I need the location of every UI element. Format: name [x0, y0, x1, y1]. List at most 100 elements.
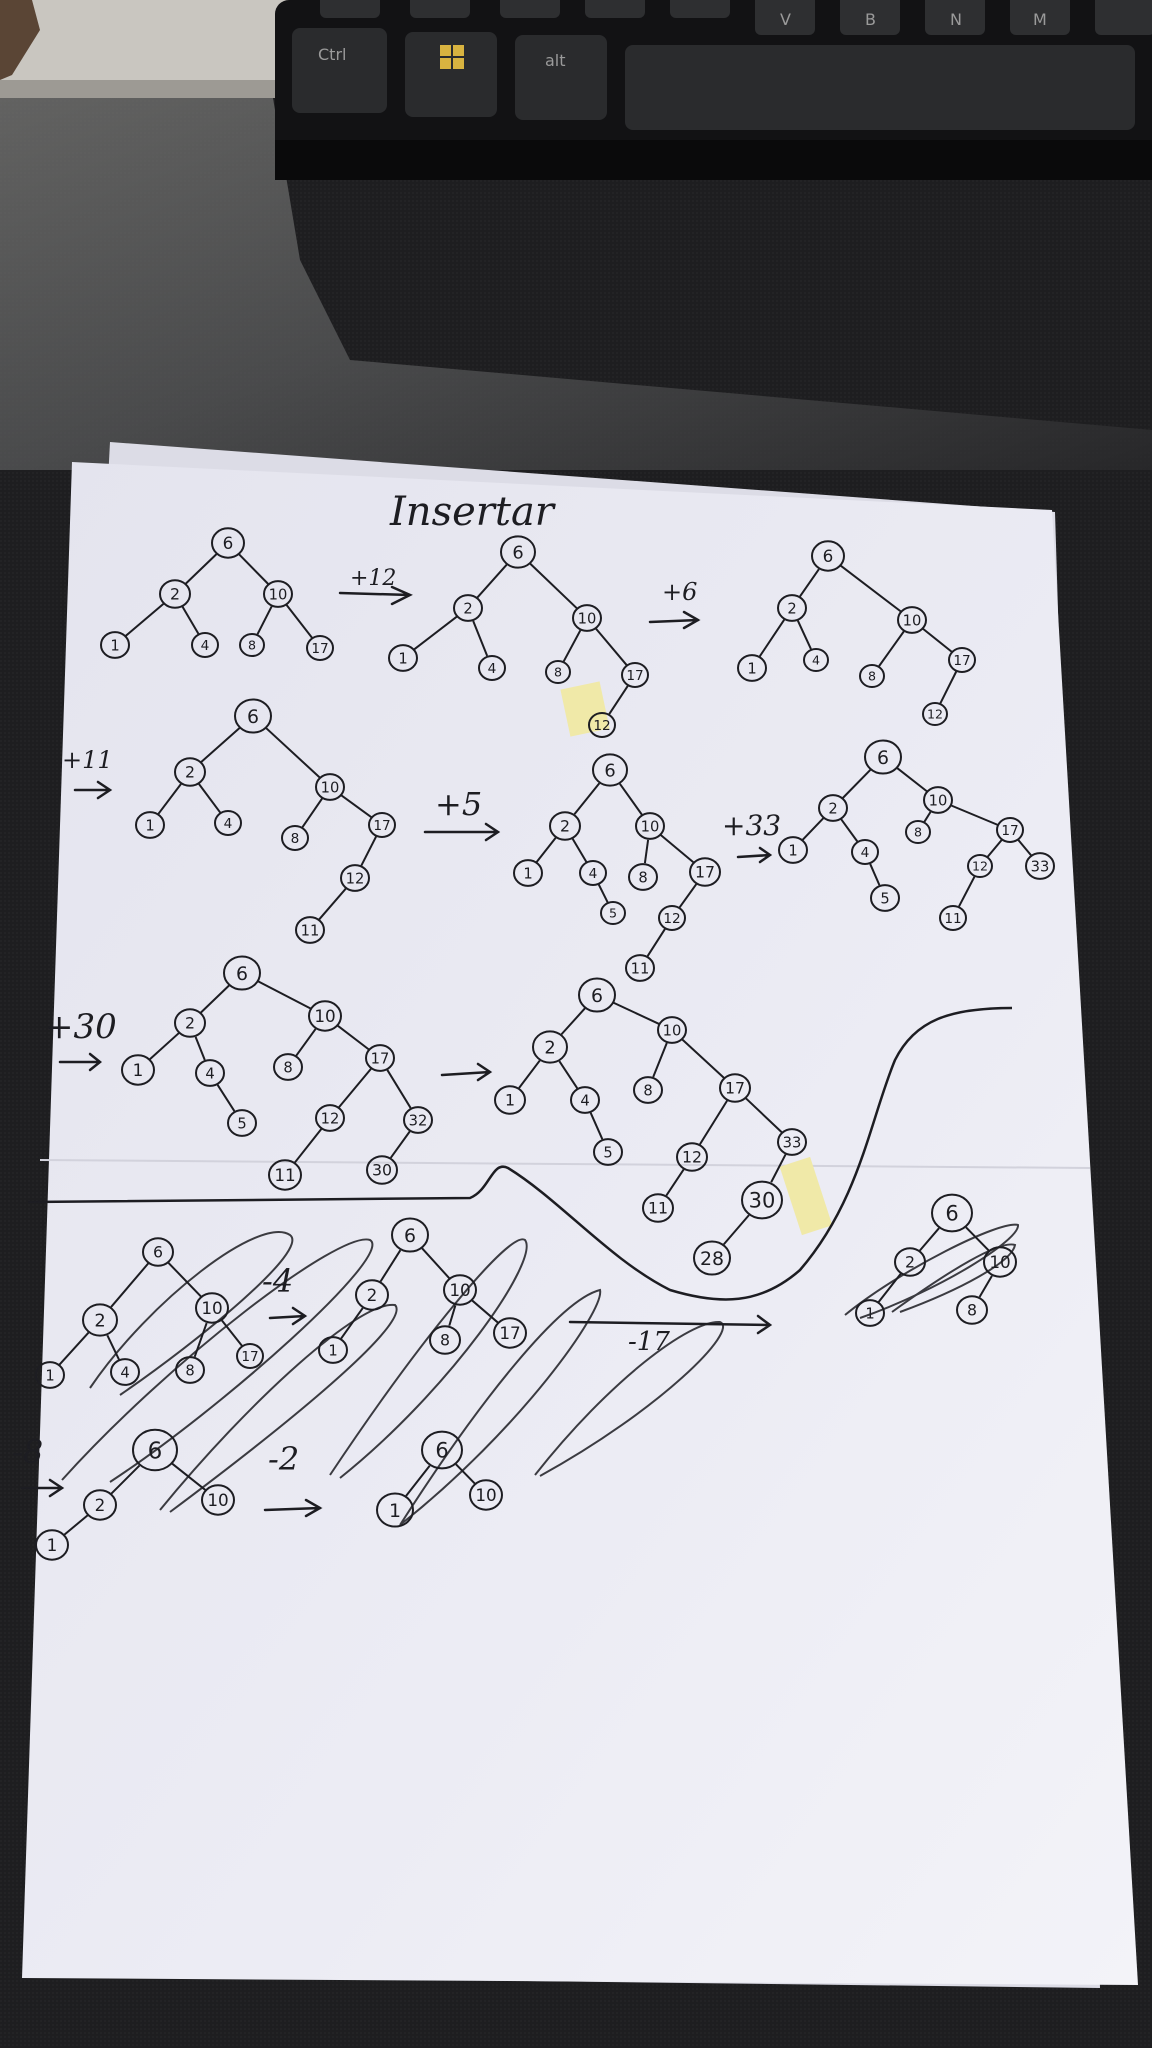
- tree-node-circle: [922, 701, 948, 727]
- tree-edge: [110, 1464, 141, 1495]
- tree-edge: [922, 627, 953, 653]
- tree-edge: [652, 1042, 668, 1078]
- key-row-letters: V B N M: [320, 0, 1152, 35]
- tree-node-circle: [110, 1358, 140, 1386]
- tree-node-label: 17: [371, 1050, 390, 1067]
- tree-node-circle: [159, 579, 191, 609]
- tree-edge: [386, 1069, 412, 1109]
- tree-node-circle: [493, 1317, 527, 1349]
- tree-node-circle: [191, 632, 219, 658]
- op-label-add-6: +6: [662, 578, 697, 606]
- tree-node-label: 1: [747, 660, 756, 677]
- tree-node-circle: [676, 1142, 708, 1172]
- tree-edge: [149, 1032, 180, 1061]
- tree-node-label: 10: [269, 586, 288, 603]
- tree-node-circle: [443, 1274, 477, 1306]
- tree-node-circle: [236, 1343, 264, 1369]
- tree-edge: [965, 1226, 990, 1252]
- tree-edge: [939, 671, 958, 704]
- tree-edge: [923, 811, 932, 823]
- tree-node-label: 4: [580, 1092, 589, 1109]
- arrow-icon: [73, 780, 113, 800]
- tree-edge: [265, 727, 321, 779]
- tree-node-circle: [263, 580, 293, 608]
- tree-node-label: 1: [47, 1535, 58, 1555]
- tree-edge: [612, 1001, 660, 1025]
- tree-node-label: 17: [725, 1079, 745, 1098]
- tree-node-circle: [811, 540, 845, 572]
- tree-edge: [595, 628, 628, 666]
- tree-node-label: 8: [914, 825, 922, 840]
- tree-node-label: 4: [861, 845, 870, 861]
- keyboard: V B N M Ctrl alt: [275, 0, 1152, 180]
- op-label-add-11: +11: [62, 746, 113, 774]
- tree-node-circle: [391, 1217, 429, 1253]
- tree-node-label: 2: [905, 1253, 915, 1272]
- tree-edge: [869, 863, 881, 886]
- key-ctrl-label: Ctrl: [318, 45, 346, 64]
- tree-edge: [770, 1153, 787, 1183]
- tree-edge: [200, 984, 230, 1014]
- tree-edge: [518, 1059, 541, 1089]
- tree-node-label: 2: [185, 763, 195, 782]
- tree-edge: [678, 883, 698, 909]
- tree-edge: [646, 928, 666, 957]
- tree-node-circle: [621, 662, 649, 688]
- tree-node-label: 10: [663, 1022, 682, 1039]
- tree-node-label: 1: [145, 817, 154, 834]
- arrows: [20, 585, 773, 1518]
- tree-edge: [758, 619, 786, 657]
- tree-node-circle: [315, 1104, 345, 1132]
- tree-node-circle: [737, 654, 767, 682]
- tree-edge: [589, 1112, 604, 1140]
- tree-node-label: 10: [321, 779, 340, 796]
- tree-node-label: 8: [185, 1362, 194, 1379]
- tree-edge: [413, 615, 458, 651]
- tree-node-label: 5: [609, 906, 617, 921]
- tree-edge: [597, 884, 609, 903]
- tree-node-label: 11: [274, 1165, 295, 1185]
- tree-edge: [181, 606, 200, 635]
- tree-node-label: 10: [449, 1280, 470, 1300]
- tree-node-circle: [818, 794, 848, 822]
- tree-edge: [389, 1130, 411, 1159]
- tree-edge: [167, 1262, 202, 1298]
- tree-node-circle: [35, 1529, 69, 1561]
- tree-node-circle: [578, 977, 616, 1013]
- tree-edge: [643, 839, 650, 864]
- tree-node-label: 5: [880, 890, 889, 907]
- op-label-add-12: +12: [350, 566, 396, 591]
- tree-node-circle: [592, 753, 628, 787]
- tree-node-label: 10: [578, 610, 597, 627]
- arrow-icon: [338, 585, 413, 606]
- tree-node-label: 28: [700, 1248, 724, 1270]
- tree-node-circle: [570, 1086, 600, 1114]
- tree-node-label: 12: [321, 1110, 340, 1127]
- tree-node-label: 17: [373, 818, 390, 834]
- tree-node-label: 8: [554, 665, 562, 680]
- tree-node-circle: [376, 1492, 414, 1528]
- tree-edge: [801, 817, 825, 841]
- tree-edge: [842, 769, 872, 799]
- tree-node-label: 12: [346, 870, 365, 887]
- tree-node-circle: [227, 1109, 257, 1137]
- tree-node-label: 32: [409, 1112, 428, 1129]
- tree-node-circle: [870, 884, 900, 912]
- tree-node-circle: [923, 786, 953, 814]
- tree-edge: [958, 876, 976, 907]
- tree-node-circle: [195, 1059, 225, 1087]
- tree-node-label: 6: [404, 1225, 416, 1247]
- tree-edge: [796, 620, 812, 650]
- tree-edge: [337, 1024, 370, 1051]
- tree-edge: [896, 767, 928, 793]
- tree-node-label: 10: [929, 792, 948, 809]
- tree-node-circle: [851, 839, 879, 865]
- tree-node-label: 2: [828, 800, 837, 817]
- tree-node-circle: [777, 594, 807, 622]
- tree-node-label: 10: [207, 1490, 228, 1510]
- tree-edge: [106, 1334, 120, 1360]
- tree-node-label: 10: [475, 1485, 496, 1505]
